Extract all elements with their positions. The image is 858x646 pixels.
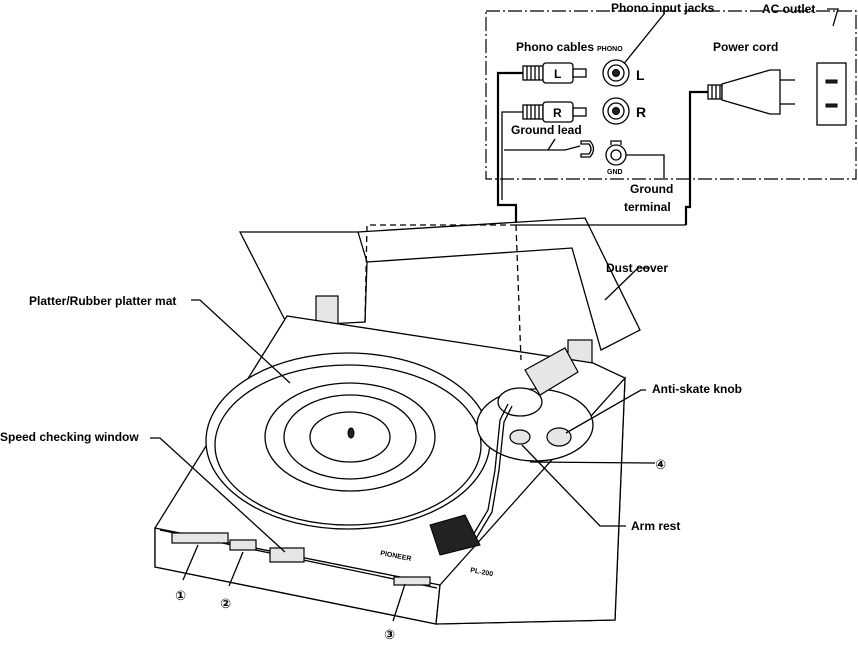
label-phono-cables: Phono cables [516, 40, 594, 54]
phono-plug-r [522, 101, 587, 123]
callout-2-leader [228, 551, 244, 587]
ground-lead-leader [547, 138, 556, 151]
phono-jacks-leader [621, 13, 665, 67]
arm-rest [509, 429, 531, 445]
ground-lug [580, 140, 595, 158]
spindle [347, 427, 355, 439]
anti-skate-knob [546, 427, 572, 447]
jack-l-letter: L [636, 67, 645, 83]
platter [205, 352, 491, 530]
anti-skate-leader [565, 389, 646, 434]
arm-pivot [497, 387, 543, 417]
label-speed-window: Speed checking window [0, 430, 139, 444]
callout-2: ② [220, 597, 231, 612]
label-ac-outlet: AC outlet [762, 2, 815, 16]
phono-cable-dashed [364, 224, 516, 323]
label-phono: PHONO [597, 46, 623, 53]
label-anti-skate: Anti-skate knob [652, 382, 742, 396]
turntable: PIONEER PL-200 [154, 217, 641, 625]
ground-terminal-leader [626, 154, 665, 178]
power-plug [707, 69, 795, 115]
control-1 [171, 532, 229, 544]
control-2 [229, 539, 257, 551]
control-3 [393, 576, 431, 586]
label-ground-terminal-line2: terminal [624, 200, 671, 214]
callout-3: ③ [384, 628, 395, 643]
ground-lead-wire [504, 145, 581, 151]
speed-window [269, 547, 305, 563]
phono-plug-l [522, 62, 587, 84]
label-phono-input-jacks: Phono input jacks [611, 1, 715, 15]
arm-rest-leader [521, 444, 626, 527]
phono-cable-dashed-2 [515, 224, 522, 361]
ac-outlet [816, 62, 847, 126]
callout-1-leader [182, 544, 199, 581]
power-cord-wire [684, 90, 708, 225]
cartridge-headshell [429, 514, 481, 556]
phono-jack-r [602, 97, 630, 125]
label-power-cord: Power cord [713, 40, 778, 54]
ground-terminal [605, 140, 627, 166]
callout-4: ④ [655, 458, 666, 473]
plug-r-letter: R [553, 106, 562, 120]
speed-window-leader [150, 437, 286, 553]
callout-1: ① [175, 589, 186, 604]
jack-r-letter: R [636, 104, 646, 120]
plug-l-letter: L [554, 67, 561, 81]
model-text: PL-200 [470, 567, 494, 578]
label-ground-terminal-line1: Ground [630, 182, 673, 196]
phono-jack-l [602, 59, 630, 87]
label-gnd: GND [607, 169, 623, 176]
ac-outlet-leader [827, 8, 839, 27]
dust-cover-leader [604, 267, 650, 301]
counterweight [524, 347, 579, 396]
label-platter: Platter/Rubber platter mat [29, 294, 176, 308]
phono-cable-r-wire [501, 111, 523, 200]
label-arm-rest: Arm rest [631, 519, 680, 533]
connection-inset: Phono input jacks AC outlet Phono cables… [485, 1, 857, 225]
tonearm [469, 403, 509, 541]
callout-3-leader [392, 583, 406, 622]
platter-leader [191, 299, 291, 384]
callout-4-leader [529, 461, 656, 464]
label-ground-lead: Ground lead [511, 123, 582, 137]
phono-cable-bundle [496, 71, 523, 225]
inset-border [485, 10, 857, 180]
